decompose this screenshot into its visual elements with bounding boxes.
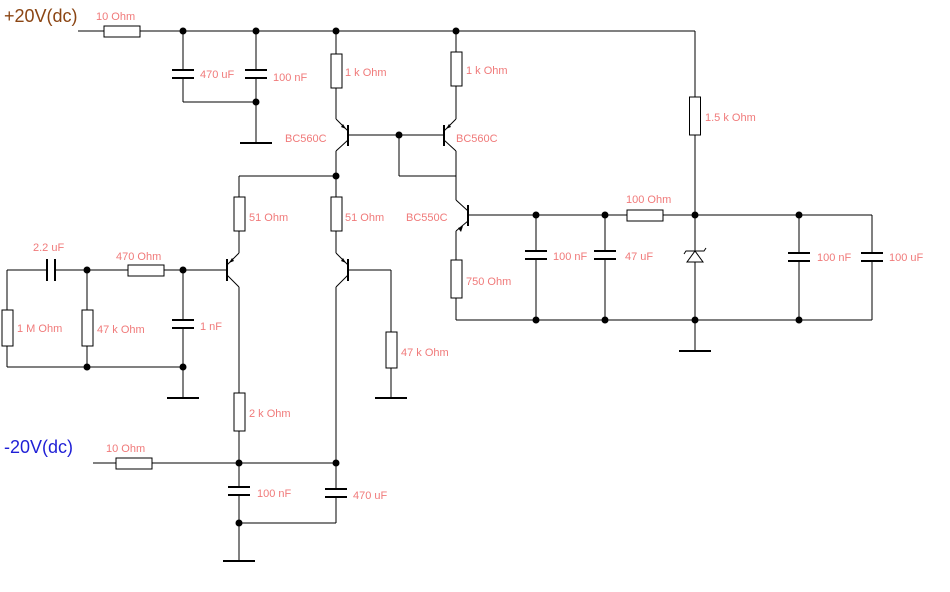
resistor-470ohm-input xyxy=(127,264,165,277)
label-q3: BC560C xyxy=(285,133,327,145)
resistor-51ohm-q1-emitter xyxy=(233,196,246,232)
transistor-q1 xyxy=(226,252,240,288)
capacitor-1nf-input xyxy=(172,319,194,329)
label-c-q5-a: 100 nF xyxy=(553,251,588,263)
label-c-in-shunt: 1 nF xyxy=(200,321,222,333)
transistor-q2 xyxy=(335,252,349,288)
label-c-neg-bulk: 470 uF xyxy=(353,490,388,502)
label-c-q5-b: 47 uF xyxy=(625,251,653,263)
label-r-e-q1: 51 Ohm xyxy=(249,212,288,224)
capacitor-2p2uf-input xyxy=(46,259,56,281)
junction-dots xyxy=(83,27,803,527)
positive-rail-label: +20V(dc) xyxy=(4,6,78,26)
label-q4: BC560C xyxy=(456,133,498,145)
label-r-in-pos: 10 Ohm xyxy=(96,11,135,23)
diff-pair-wiring xyxy=(238,175,407,463)
capacitor-470uf-positive xyxy=(172,69,194,79)
label-c-in: 2.2 uF xyxy=(33,242,64,254)
label-r-base-q2: 47 k Ohm xyxy=(401,347,449,359)
label-r-e-q2: 51 Ohm xyxy=(345,212,384,224)
label-r-tail: 2 k Ohm xyxy=(249,408,291,420)
label-c-pos-dec: 100 nF xyxy=(273,72,308,84)
label-c-neg-dec: 100 nF xyxy=(257,488,292,500)
input-wiring xyxy=(6,269,227,399)
resistor-1p5k-zener xyxy=(689,96,701,136)
resistor-100ohm-output xyxy=(626,209,664,222)
transistor-q3 xyxy=(335,118,349,152)
mirror-wiring xyxy=(335,31,457,200)
resistor-51ohm-q2-emitter xyxy=(330,196,343,232)
positive-supply-wiring xyxy=(78,30,696,215)
resistor-1m-input xyxy=(1,309,14,347)
label-c-out-a: 100 nF xyxy=(817,252,852,264)
label-r-zener: 1.5 k Ohm xyxy=(705,112,756,124)
resistor-1k-q3-collector xyxy=(330,53,343,89)
resistor-10ohm-negative xyxy=(115,457,153,470)
capacitor-100nf-positive xyxy=(245,69,267,79)
capacitor-100nf-output xyxy=(788,252,810,262)
label-r-out: 100 Ohm xyxy=(626,194,671,206)
resistor-47k-q2-base xyxy=(385,331,398,369)
resistor-1k-q4-collector xyxy=(450,51,463,87)
capacitor-47uf-q5 xyxy=(594,250,616,260)
negative-rail-label: -20V(dc) xyxy=(4,437,73,457)
capacitor-470uf-negative xyxy=(325,488,347,498)
label-q5: BC550C xyxy=(406,212,448,224)
label-r-e-q5: 750 Ohm xyxy=(466,276,511,288)
label-r-c-q3: 1 k Ohm xyxy=(345,67,387,79)
capacitor-100nf-negative xyxy=(228,486,250,496)
label-r-c-q4: 1 k Ohm xyxy=(466,65,508,77)
label-r-bias-in: 1 M Ohm xyxy=(17,323,62,335)
transistor-q5 xyxy=(455,199,469,232)
resistor-750ohm-q5-emitter xyxy=(450,259,463,299)
label-r-in-neg: 10 Ohm xyxy=(106,443,145,455)
transistor-q4 xyxy=(443,118,457,152)
zener-diode xyxy=(683,247,707,263)
label-c-pos-bulk: 470 uF xyxy=(200,69,235,81)
capacitor-100uf-output xyxy=(861,252,883,262)
capacitor-100nf-q5 xyxy=(525,250,547,260)
resistor-10ohm-positive xyxy=(103,25,141,38)
q5-wiring xyxy=(455,214,873,352)
label-r-series-in: 470 Ohm xyxy=(116,251,161,263)
resistor-2k-tail xyxy=(233,392,246,432)
negative-supply-wiring xyxy=(93,462,337,562)
label-r-base-q1: 47 k Ohm xyxy=(97,324,145,336)
resistor-47k-q1-base xyxy=(81,309,94,347)
label-c-out-b: 100 uF xyxy=(889,252,924,264)
